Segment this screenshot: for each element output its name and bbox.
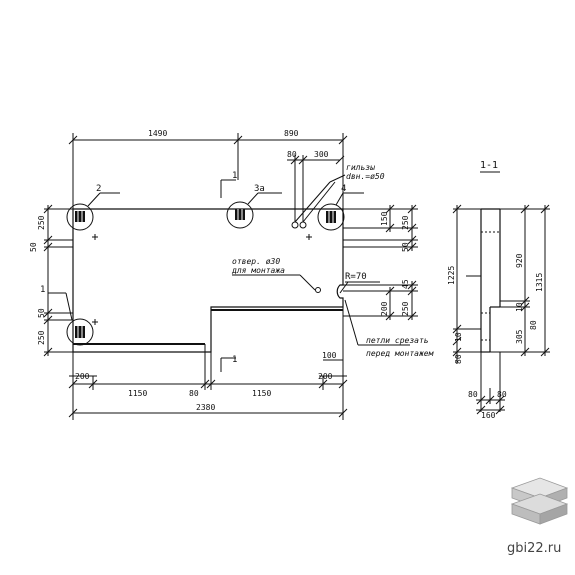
cut-note-line-1: петли срезать [366,336,429,345]
loop-2-label: 2 [96,184,101,194]
dim-bottom-1150-a: 1150 [128,389,147,398]
dim-bottom-left-200: 200 [75,372,90,381]
section-bottom-80-b: 80 [497,390,507,399]
dim-left-50-top: 50 [29,242,38,252]
dim-left-50-bottom: 50 [37,308,46,318]
sleeves-diameter: dвн.=ø50 [346,172,385,181]
loop-4-circle [317,203,345,231]
loop-3a-circle [226,201,254,229]
dim-bottom-total: 2380 [196,403,215,412]
section-dim-305: 305 [515,329,524,344]
dim-left-250-top: 250 [37,215,46,230]
hole-purpose: для монтажа [231,266,285,275]
dim-right-250-top: 250 [401,215,410,230]
dim-bottom-1150-b: 1150 [252,389,271,398]
dim-right-150: 150 [380,211,389,226]
section-bottom-80-a: 80 [468,390,478,399]
dim-bottom-80: 80 [189,389,199,398]
section-dim-10-left: 10 [454,332,463,342]
loop-2-circle [66,203,94,231]
dim-right-100: 100 [322,351,337,360]
loop-4-label: 4 [341,184,346,194]
section-dim-1225: 1225 [447,266,456,285]
radius-label: R=70 [345,272,367,282]
loop-1-circle [66,318,94,346]
cut-note-line-2: перед монтажем [366,349,435,358]
site-logo [510,477,569,525]
loop-3a-label: 3а [254,184,265,194]
section-cut-top-label: 1 [232,171,237,181]
slab-outline [72,208,344,353]
sleeves-title: гильзы [346,163,375,172]
section-title: 1-1 [480,160,498,171]
section-dim-80-right: 80 [529,320,538,330]
section-dim-10-right: 10 [515,302,524,312]
loop-1-label: 1 [40,285,45,295]
dim-right-45: 45 [401,279,410,289]
site-watermark[interactable]: gbi22.ru [507,541,561,556]
dim-top-right: 890 [284,129,299,138]
section-bottom-160: 160 [481,411,496,420]
dim-right-50: 50 [401,242,410,252]
section-dim-1315: 1315 [535,273,544,292]
dim-right-250-bottom: 250 [401,301,410,316]
dim-top-left: 1490 [148,129,167,138]
dim-right-200: 200 [380,301,389,316]
hole-title: отвер. ø30 [232,257,280,266]
section-dim-920: 920 [515,253,524,268]
dim-sleeve-a: 80 [287,150,297,159]
section-dim-80-left: 80 [454,354,463,364]
section-cut-bottom-label: 1 [232,355,237,365]
dim-bottom-right-200: 200 [318,372,333,381]
dim-sleeve-b: 300 [314,150,329,159]
dim-left-250-bottom: 250 [37,330,46,345]
